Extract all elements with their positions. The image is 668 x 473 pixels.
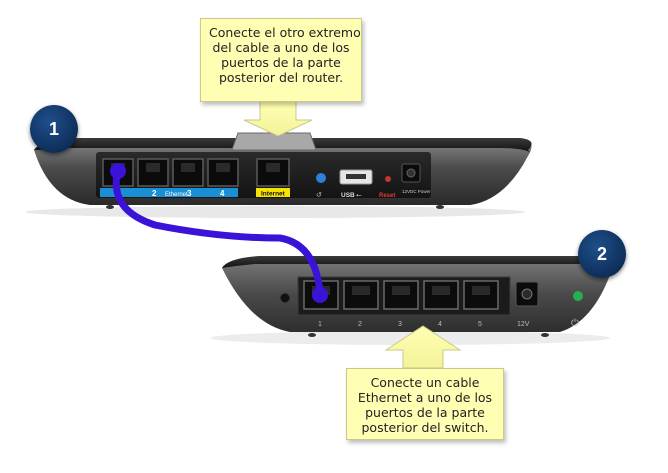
callout-bottom-line-2: Ethernet a uno de los <box>357 390 493 405</box>
router-usb-label: USB <box>341 192 355 199</box>
switch-ports <box>303 280 499 310</box>
switch: 1 2 3 4 5 12V ⏻ <box>210 256 614 345</box>
wps-icon: ↺ <box>316 192 322 199</box>
callout-top-line-3: puertos de la parte <box>221 55 341 70</box>
callout-top-line-2: del cable a uno de los <box>212 40 350 55</box>
power-icon: ⏻ <box>571 318 579 329</box>
switch-port-label-2: 2 <box>358 321 362 328</box>
switch-port-label-1: 1 <box>318 321 322 328</box>
router-power-label: 12VDC Power <box>402 189 431 194</box>
reset-button[interactable] <box>385 176 391 182</box>
router-port-label-4: 4 <box>220 189 225 198</box>
switch-power-label: 12V <box>517 321 530 328</box>
switch-port-label-5: 5 <box>478 321 482 328</box>
callout-bottom-line-3: puertos de la parte <box>365 405 485 420</box>
power-led <box>573 291 583 301</box>
ethernet-color-strip <box>100 188 238 197</box>
callout-top-line-1: Conecte el otro extremo <box>209 25 361 40</box>
router: 2 Ethernet 3 4 Internet ↺ USB ⭠ Reset 12… <box>25 132 532 218</box>
internet-color-strip <box>256 188 290 197</box>
router-ethernet-label: Ethernet <box>165 192 188 198</box>
switch-port-label-4: 4 <box>438 321 442 328</box>
switch-port-label-3: 3 <box>398 321 402 328</box>
router-internet-label: Internet <box>261 191 286 198</box>
arrow-down-icon <box>243 99 313 137</box>
wps-button[interactable] <box>316 173 326 183</box>
switch-led <box>279 292 291 304</box>
callout-bottom-line-1: Conecte un cable <box>370 375 480 390</box>
cable-end-router <box>110 163 126 179</box>
router-port-label-2: 2 <box>152 189 157 198</box>
ethernet-cable <box>112 166 324 296</box>
callout-top-line-4: posterior del router. <box>218 70 344 85</box>
router-reset-label: Reset <box>379 193 395 199</box>
usb-icon: ⭠ <box>356 192 362 199</box>
router-port-label-3: 3 <box>187 189 192 198</box>
arrow-up-icon <box>384 325 462 369</box>
step-1-badge: 1 <box>30 105 78 153</box>
callout-bottom-line-4: posterior del switch. <box>361 420 489 435</box>
cable-end-switch <box>312 287 328 303</box>
step-2-badge: 2 <box>578 230 626 278</box>
callout-top: Conecte el otro extremo del cable a uno … <box>200 18 362 102</box>
callout-bottom: Conecte un cable Ethernet a uno de los p… <box>346 368 504 440</box>
